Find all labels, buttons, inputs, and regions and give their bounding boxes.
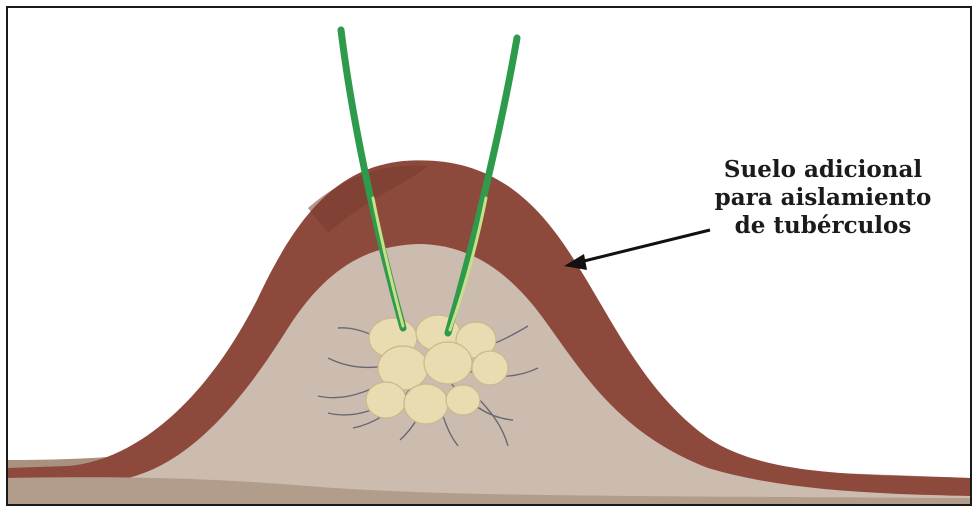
callout-line-2: para aislamiento bbox=[698, 184, 948, 212]
tuber bbox=[424, 342, 472, 384]
callout-line-3: de tubérculos bbox=[698, 212, 948, 240]
callout-line-1: Suelo adicional bbox=[698, 156, 948, 184]
callout-label: Suelo adicional para aislamiento de tubé… bbox=[698, 156, 948, 240]
arrow-line bbox=[580, 230, 710, 262]
diagram-frame: Suelo adicional para aislamiento de tubé… bbox=[6, 6, 972, 506]
callout-arrow bbox=[564, 230, 710, 270]
potato-hill-illustration bbox=[8, 8, 970, 504]
tuber bbox=[404, 384, 448, 424]
tuber bbox=[366, 382, 406, 418]
tuber bbox=[446, 385, 480, 415]
tuber bbox=[472, 351, 508, 385]
